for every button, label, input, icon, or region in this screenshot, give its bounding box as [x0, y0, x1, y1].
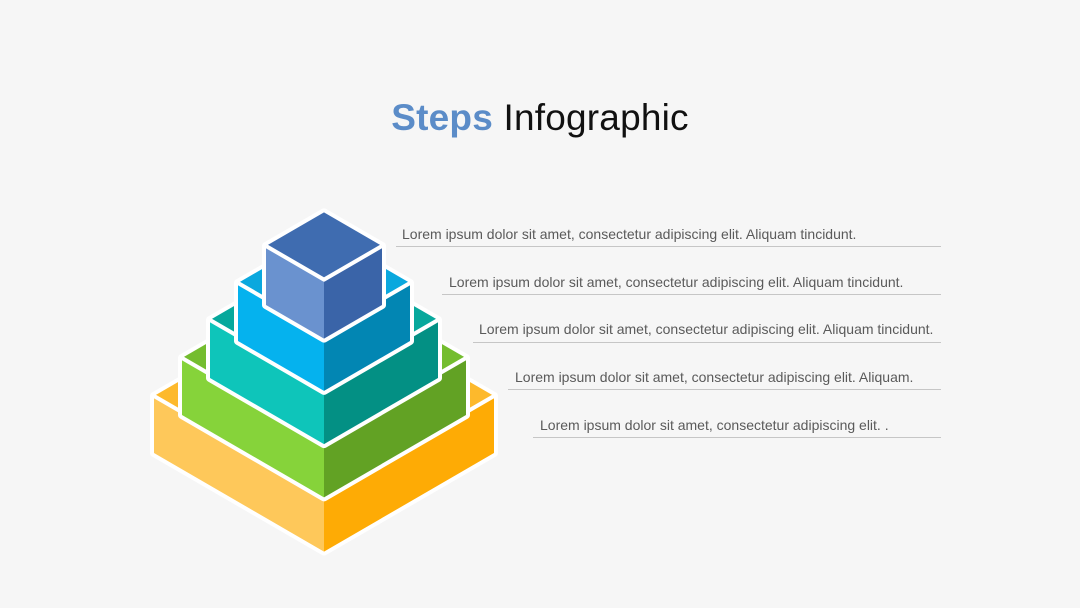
- step-4-underline: [508, 389, 941, 390]
- page-title: Steps Infographic: [0, 96, 1080, 140]
- step-2-left-face: [238, 283, 324, 391]
- title-accent: Steps: [391, 97, 493, 138]
- step-2-text: Lorem ipsum dolor sit amet, consectetur …: [449, 274, 904, 290]
- step-3-left-face: [210, 320, 324, 445]
- title-rest: Infographic: [503, 97, 689, 138]
- step-5-underline: [533, 437, 941, 438]
- step-2-underline: [442, 294, 941, 295]
- step-3-right-face: [324, 320, 438, 445]
- step-1-left-face: [266, 246, 324, 339]
- step-4-text: Lorem ipsum dolor sit amet, consectetur …: [515, 369, 914, 385]
- step-4-left-face: [182, 358, 324, 498]
- step-5-right-face: [324, 396, 494, 552]
- step-3-text: Lorem ipsum dolor sit amet, consectetur …: [479, 321, 934, 337]
- step-5-left-face: [154, 396, 324, 552]
- step-1-rim: [264, 244, 384, 282]
- step-5-text: Lorem ipsum dolor sit amet, consectetur …: [540, 417, 889, 433]
- step-2-right-face: [324, 283, 410, 391]
- step-4-right-face: [324, 358, 466, 498]
- step-1-text: Lorem ipsum dolor sit amet, consectetur …: [402, 226, 857, 242]
- step-3-underline: [473, 342, 941, 343]
- step-1-underline: [396, 246, 941, 247]
- step-1-right-face: [324, 246, 382, 339]
